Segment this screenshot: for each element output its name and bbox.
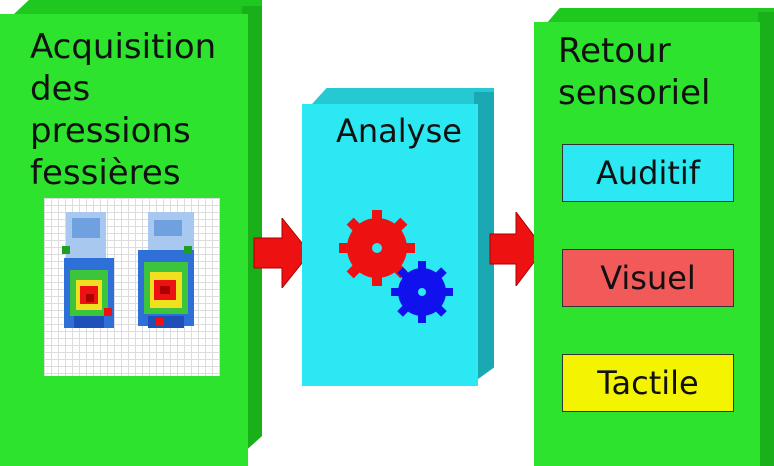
auditory-output: Auditif — [562, 144, 734, 202]
pressure-map-image — [44, 198, 220, 376]
right-pressure-zone — [138, 212, 194, 328]
analysis-box-side — [474, 92, 494, 382]
red-gear-icon — [339, 210, 415, 286]
feedback-box-top — [546, 8, 774, 24]
pressure-heatmap — [62, 212, 194, 328]
arrow-to-analysis — [253, 218, 311, 288]
arrow-to-feedback — [489, 212, 545, 286]
feedback-title: Retour sensoriel — [558, 31, 711, 113]
acquisition-box-top — [14, 0, 262, 14]
blue-gear-icon — [391, 261, 453, 323]
left-pressure-zone — [62, 212, 114, 328]
visual-output: Visuel — [562, 249, 734, 307]
tactile-output: Tactile — [562, 354, 734, 412]
feedback-box-side — [758, 12, 774, 466]
analysis-box-top — [312, 88, 494, 104]
acquisition-title: Acquisition des pressions fessières — [30, 27, 217, 193]
analysis-title: Analyse — [336, 112, 462, 150]
gears-icon — [339, 210, 453, 323]
